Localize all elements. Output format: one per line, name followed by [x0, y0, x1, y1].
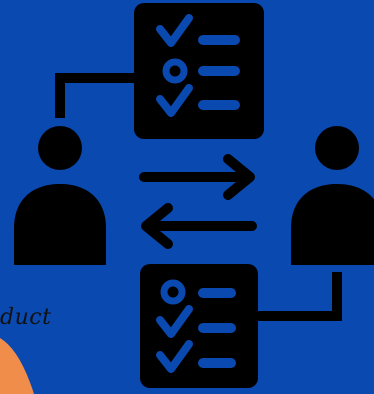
orange-corner-shape — [0, 338, 34, 394]
top-connector-line — [55, 73, 134, 118]
caption-text: duct — [0, 305, 52, 330]
bottom-checklist-icon — [140, 264, 258, 388]
bottom-connector-line — [258, 272, 342, 321]
top-checklist-icon — [134, 3, 264, 139]
right-person-icon — [291, 126, 374, 265]
arrow-left-icon — [141, 203, 257, 249]
left-person-icon — [14, 126, 106, 265]
arrow-right-icon — [139, 154, 255, 200]
